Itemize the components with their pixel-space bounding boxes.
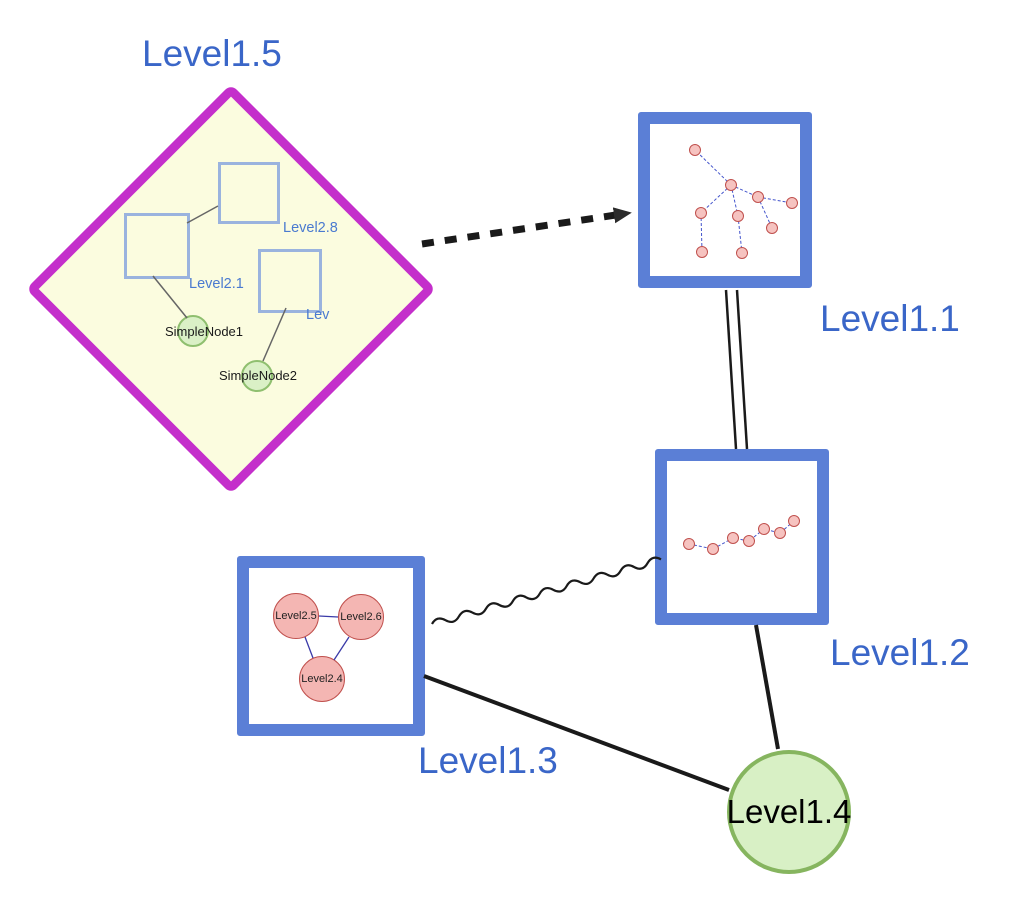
node-label-simplenode1: SimpleNode1	[164, 324, 244, 339]
node-label-level2-8: Level2.8	[283, 220, 338, 236]
node-level2-5[interactable]: Level2.5	[273, 593, 319, 639]
node-label-level2-4: Level2.4	[301, 673, 343, 685]
node-label-level2-5: Level2.5	[275, 610, 317, 622]
node-level1-3[interactable]	[237, 556, 425, 736]
edge-level11-level12[interactable]	[724, 289, 749, 450]
node-level2-8[interactable]	[218, 162, 280, 224]
node-lev[interactable]	[258, 249, 322, 313]
node-label-level1-5: Level1.5	[142, 33, 282, 74]
node-label-simplenode2: SimpleNode2	[218, 368, 298, 383]
edge-level12-level14[interactable]	[754, 624, 780, 750]
node-label-lev: Lev	[306, 307, 330, 323]
node-level1-4[interactable]: Level1.4	[727, 750, 851, 874]
node-label-level2-6: Level2.6	[340, 611, 382, 623]
node-label-level1-1: Level1.1	[820, 298, 960, 339]
edge-level13-level12[interactable]	[431, 556, 662, 625]
node-simplenode2[interactable]	[241, 360, 273, 392]
node-level1-2[interactable]	[655, 449, 829, 625]
node-level2-1[interactable]	[124, 213, 190, 279]
node-label-level1-4: Level1.4	[726, 793, 852, 830]
node-label-level1-3: Level1.3	[418, 740, 558, 781]
node-label-level1-2: Level1.2	[830, 632, 970, 673]
node-level2-4[interactable]: Level2.4	[299, 656, 345, 702]
node-level2-6[interactable]: Level2.6	[338, 594, 384, 640]
node-label-level2-1: Level2.1	[189, 276, 244, 292]
edge-level15-level11[interactable]	[421, 207, 632, 248]
node-simplenode1[interactable]	[177, 315, 209, 347]
node-level1-1[interactable]	[638, 112, 812, 288]
